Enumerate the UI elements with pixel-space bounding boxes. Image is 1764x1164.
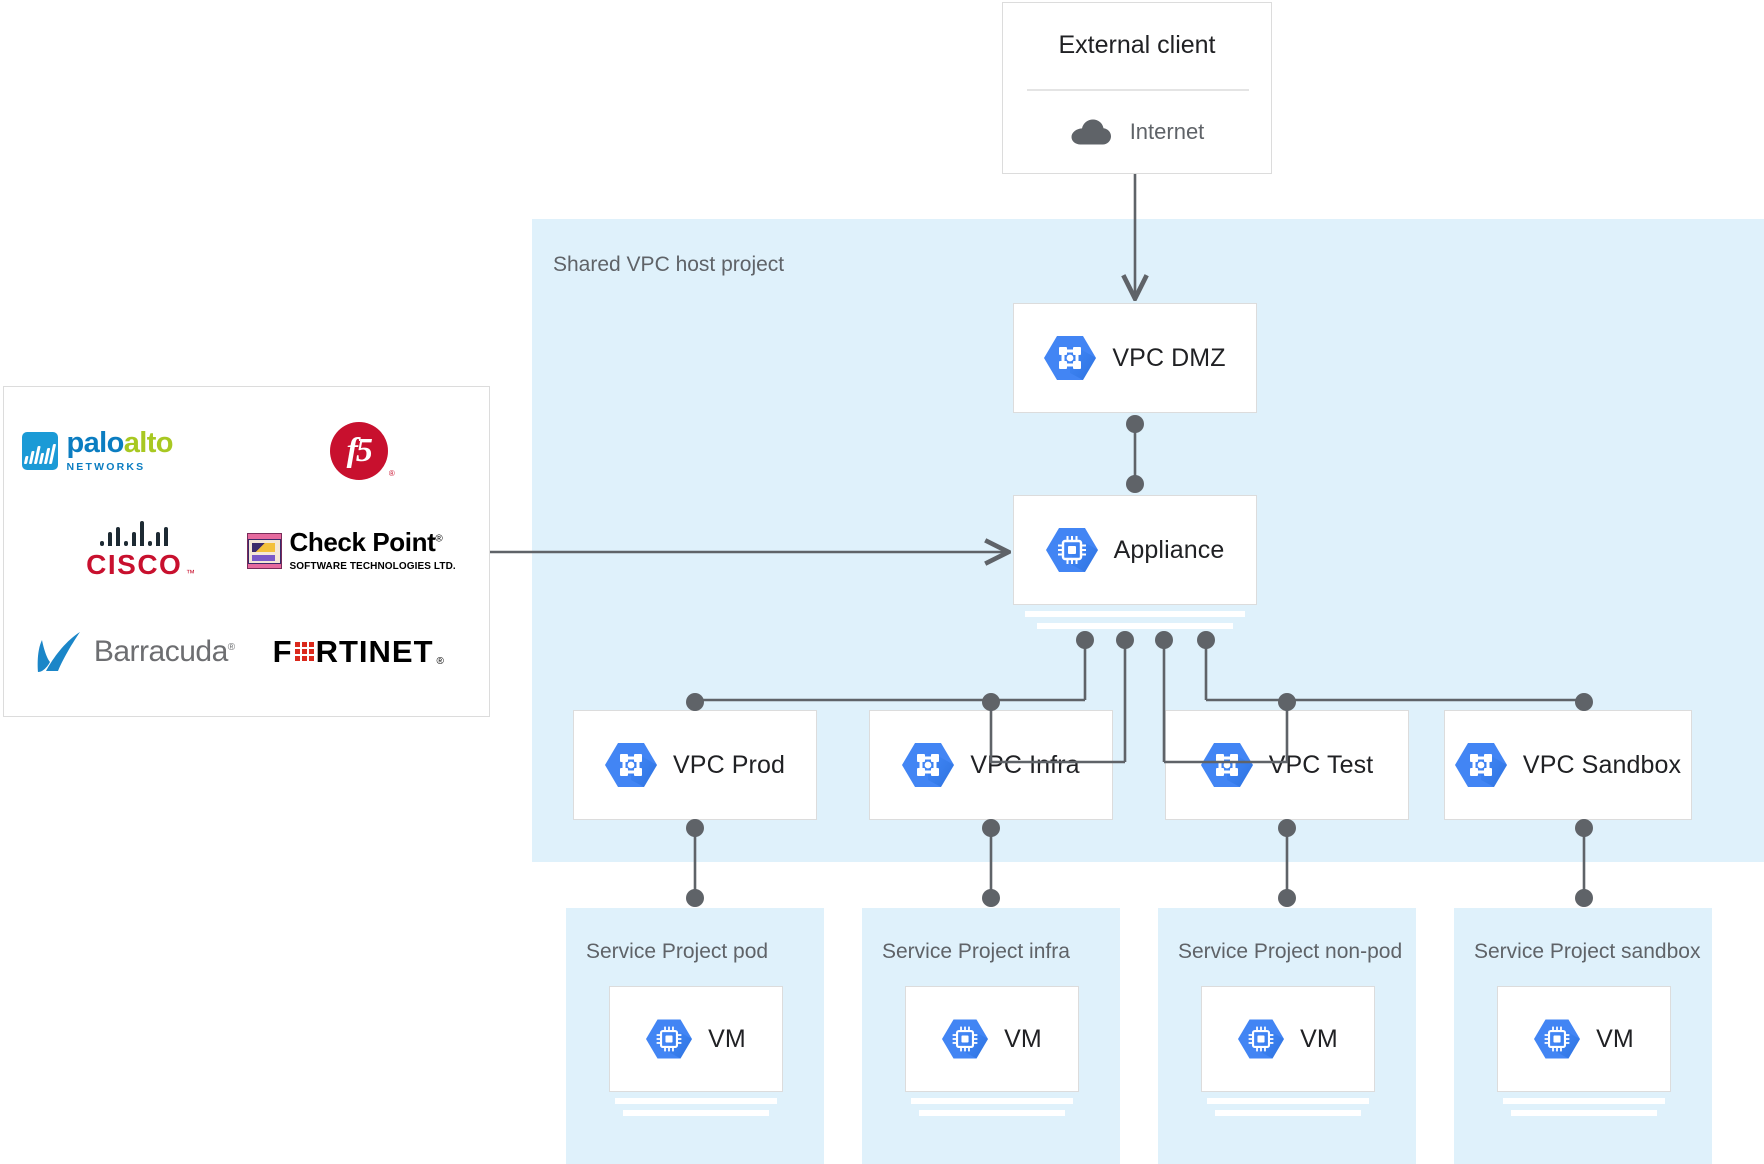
- external-client-card[interactable]: External client Internet: [1002, 2, 1272, 174]
- vpc-test-card[interactable]: VPC Test: [1165, 710, 1409, 820]
- service-project-non-pod-label: Service Project non-pod: [1178, 940, 1403, 963]
- cpu-chip-icon: [1534, 1016, 1581, 1062]
- vpc-sandbox-card[interactable]: VPC Sandbox: [1444, 710, 1692, 820]
- external-client-network-row: Internet: [1003, 101, 1271, 163]
- vm-pod-stack-bar-2: [623, 1110, 769, 1116]
- vendor-logo-barracuda: Barracuda®: [22, 602, 247, 702]
- palo-alto-word-a: palo: [66, 426, 125, 459]
- cpu-chip-icon: [942, 1016, 989, 1062]
- cisco-tm: ™: [185, 568, 197, 579]
- dot-non-pod-top: [1278, 889, 1296, 907]
- vendor-logo-fortinet: F RTINET ®: [247, 602, 472, 702]
- vm-sandbox-stack-bar-2: [1511, 1110, 1657, 1116]
- vm-infra-card[interactable]: VM: [905, 986, 1079, 1092]
- vpc-sandbox-label: VPC Sandbox: [1522, 750, 1682, 779]
- appliance-label: Appliance: [1113, 535, 1225, 564]
- vpc-icon: [902, 739, 955, 791]
- vm-sandbox-card[interactable]: VM: [1497, 986, 1671, 1092]
- vm-infra-stack-bar-1: [911, 1098, 1073, 1104]
- vm-non-pod-stack-bar-2: [1215, 1110, 1361, 1116]
- vm-pod-stack-bar-1: [615, 1098, 777, 1104]
- service-project-sandbox-label: Service Project sandbox: [1474, 940, 1701, 963]
- external-client-title: External client: [1058, 30, 1216, 59]
- vpc-icon: [1454, 739, 1507, 791]
- cloud-icon: [1071, 119, 1111, 145]
- cpu-chip-icon: [646, 1016, 693, 1062]
- vpc-dmz-label: VPC DMZ: [1112, 343, 1226, 372]
- vm-non-pod-label: VM: [1300, 1024, 1338, 1053]
- dot-infra-sp-top: [982, 889, 1000, 907]
- vm-sandbox-label: VM: [1596, 1024, 1634, 1053]
- service-project-infra-label: Service Project infra: [882, 940, 1070, 963]
- f5-registered-mark: ®: [388, 469, 395, 479]
- shared-vpc-host-label: Shared VPC host project: [553, 253, 785, 276]
- barracuda-fin-icon: [37, 631, 80, 672]
- palo-alto-subtitle: NETWORKS: [66, 460, 146, 473]
- vpc-test-label: VPC Test: [1268, 750, 1374, 779]
- check-point-wordmark: Check Point®: [289, 527, 443, 558]
- vpc-prod-card[interactable]: VPC Prod: [573, 710, 817, 820]
- fortinet-dot-grid-icon: [294, 642, 314, 662]
- service-project-pod-label: Service Project pod: [586, 940, 769, 963]
- cisco-bridge-icon: [100, 521, 169, 547]
- f5-mark-icon: f5: [329, 422, 388, 481]
- vendor-appliance-panel: paloalto NETWORKS f5 ®: [3, 386, 490, 717]
- cpu-chip-icon: [1045, 524, 1098, 576]
- vm-sandbox-stack-bar-1: [1503, 1098, 1665, 1104]
- vpc-infra-card[interactable]: VPC Infra: [869, 710, 1113, 820]
- vpc-infra-label: VPC Infra: [970, 750, 1080, 779]
- palo-alto-mark-icon: [22, 432, 58, 471]
- external-client-network-label: Internet: [1129, 119, 1205, 144]
- vendor-logo-palo-alto-networks: paloalto NETWORKS: [22, 401, 247, 501]
- vm-infra-stack-bar-2: [919, 1110, 1065, 1116]
- appliance-stack-bar-2: [1037, 623, 1233, 629]
- appliance-card[interactable]: Appliance: [1013, 495, 1257, 605]
- fortinet-registered-mark: ®: [436, 655, 445, 667]
- vendor-logo-grid: paloalto NETWORKS f5 ®: [4, 387, 489, 716]
- vpc-icon: [605, 739, 658, 791]
- external-client-divider: [1027, 89, 1249, 91]
- check-point-subtitle: SOFTWARE TECHNOLOGIES LTD.: [289, 560, 456, 572]
- vm-infra-label: VM: [1004, 1024, 1042, 1053]
- barracuda-registered-mark: ®: [227, 641, 235, 653]
- dot-sandbox-sp-top: [1575, 889, 1593, 907]
- check-point-mark-icon: [246, 533, 282, 570]
- barracuda-wordmark: Barracuda®: [93, 634, 235, 668]
- vpc-dmz-card[interactable]: VPC DMZ: [1013, 303, 1257, 413]
- dot-pod-top: [686, 889, 704, 907]
- vendor-logo-f5: f5 ®: [247, 401, 472, 501]
- palo-alto-word-b: alto: [123, 426, 174, 459]
- fortinet-wordmark: F RTINET ®: [272, 633, 445, 669]
- vpc-icon: [1200, 739, 1253, 791]
- vpc-icon: [1044, 332, 1097, 384]
- vendor-logo-check-point: Check Point® SOFTWARE TECHNOLOGIES LTD.: [246, 501, 472, 601]
- check-point-registered-mark: ®: [435, 533, 443, 545]
- vpc-prod-label: VPC Prod: [673, 750, 785, 779]
- cpu-chip-icon: [1238, 1016, 1285, 1062]
- vm-non-pod-card[interactable]: VM: [1201, 986, 1375, 1092]
- vm-pod-card[interactable]: VM: [609, 986, 783, 1092]
- vm-pod-label: VM: [708, 1024, 746, 1053]
- appliance-stack-bar-1: [1025, 611, 1245, 617]
- vm-non-pod-stack-bar-1: [1207, 1098, 1369, 1104]
